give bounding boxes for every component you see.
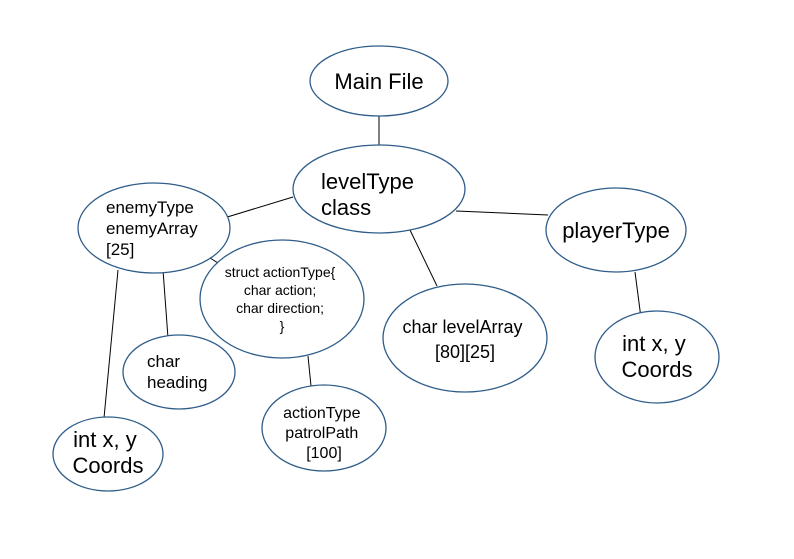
svg-text:enemyType enemyArray: enemyType enemyArray [25]	[106, 198, 202, 259]
svg-text:Main File: Main File	[334, 69, 423, 94]
edge-enemy-array-to-char-heading	[162, 269, 169, 339]
enemy-array-label-line2: enemyArray	[106, 219, 198, 238]
char-level-array-line1: char levelArray	[402, 317, 522, 337]
svg-text:levelType class: levelType class	[321, 169, 420, 220]
char-heading-line2: heading	[147, 373, 208, 392]
action-struct-line1: struct actionType{	[225, 264, 336, 280]
player-type-node: playerType	[545, 187, 687, 273]
player-coords-line2: Coords	[622, 357, 693, 382]
player-coords-line1: int x, y	[622, 331, 686, 356]
svg-text:actionType patrolPath: actionType patrolPath [100]	[283, 405, 365, 462]
main-file-node: Main File	[309, 45, 449, 117]
edge-enemy-array-to-enemy-coords	[103, 269, 119, 419]
char-level-array-line2: [80][25]	[435, 342, 495, 362]
patrol-path-node: actionType patrolPath [100]	[261, 384, 387, 472]
char-heading-line1: char	[147, 352, 180, 371]
enemy-array-node: enemyType enemyArray [25]	[77, 182, 231, 274]
svg-text:playerType: playerType	[562, 218, 670, 243]
edge-leveltype-to-player-type	[455, 210, 549, 216]
edge-action-struct-to-patrol-path	[307, 355, 312, 387]
svg-text:char heading: char heading	[147, 352, 208, 392]
edge-player-type-to-player-coords	[634, 271, 642, 319]
enemy-array-label-line1: enemyType	[106, 198, 194, 217]
enemy-coords-line2: Coords	[73, 453, 144, 478]
player-type-label: playerType	[562, 218, 670, 243]
svg-text:int x, y Coords: int x, y Coords	[622, 331, 693, 382]
char-level-array-node: char levelArray [80][25]	[382, 283, 548, 393]
patrol-path-line3: [100]	[306, 445, 342, 462]
leveltype-label-line2: class	[321, 195, 371, 220]
leveltype-label-line1: levelType	[321, 169, 414, 194]
player-coords-node: int x, y Coords	[594, 310, 720, 404]
patrol-path-line2: patrolPath	[285, 425, 358, 442]
leveltype-class-node: levelType class	[292, 144, 466, 234]
action-struct-line3: char direction;	[236, 300, 324, 316]
enemy-coords-line1: int x, y	[73, 427, 137, 452]
enemy-array-label-line3: [25]	[106, 240, 134, 259]
enemy-coords-node: int x, y Coords	[52, 416, 164, 492]
main-file-label: Main File	[334, 69, 423, 94]
edge-leveltype-to-enemy-array	[223, 196, 294, 219]
action-struct-line2: char action;	[244, 282, 316, 298]
svg-text:char levelArray [80][25]: char levelArray [80][25]	[402, 317, 527, 362]
edge-leveltype-to-char-level-array	[409, 229, 438, 287]
svg-text:int x, y Coords: int x, y Coords	[73, 427, 144, 478]
action-struct-line4: }	[280, 318, 285, 334]
patrol-path-line1: actionType	[283, 405, 360, 422]
svg-text:struct actionType{ char: struct actionType{ char action; char dir…	[225, 264, 339, 334]
char-heading-node: char heading	[122, 334, 236, 410]
action-type-struct-node: struct actionType{ char action; char dir…	[199, 239, 365, 359]
